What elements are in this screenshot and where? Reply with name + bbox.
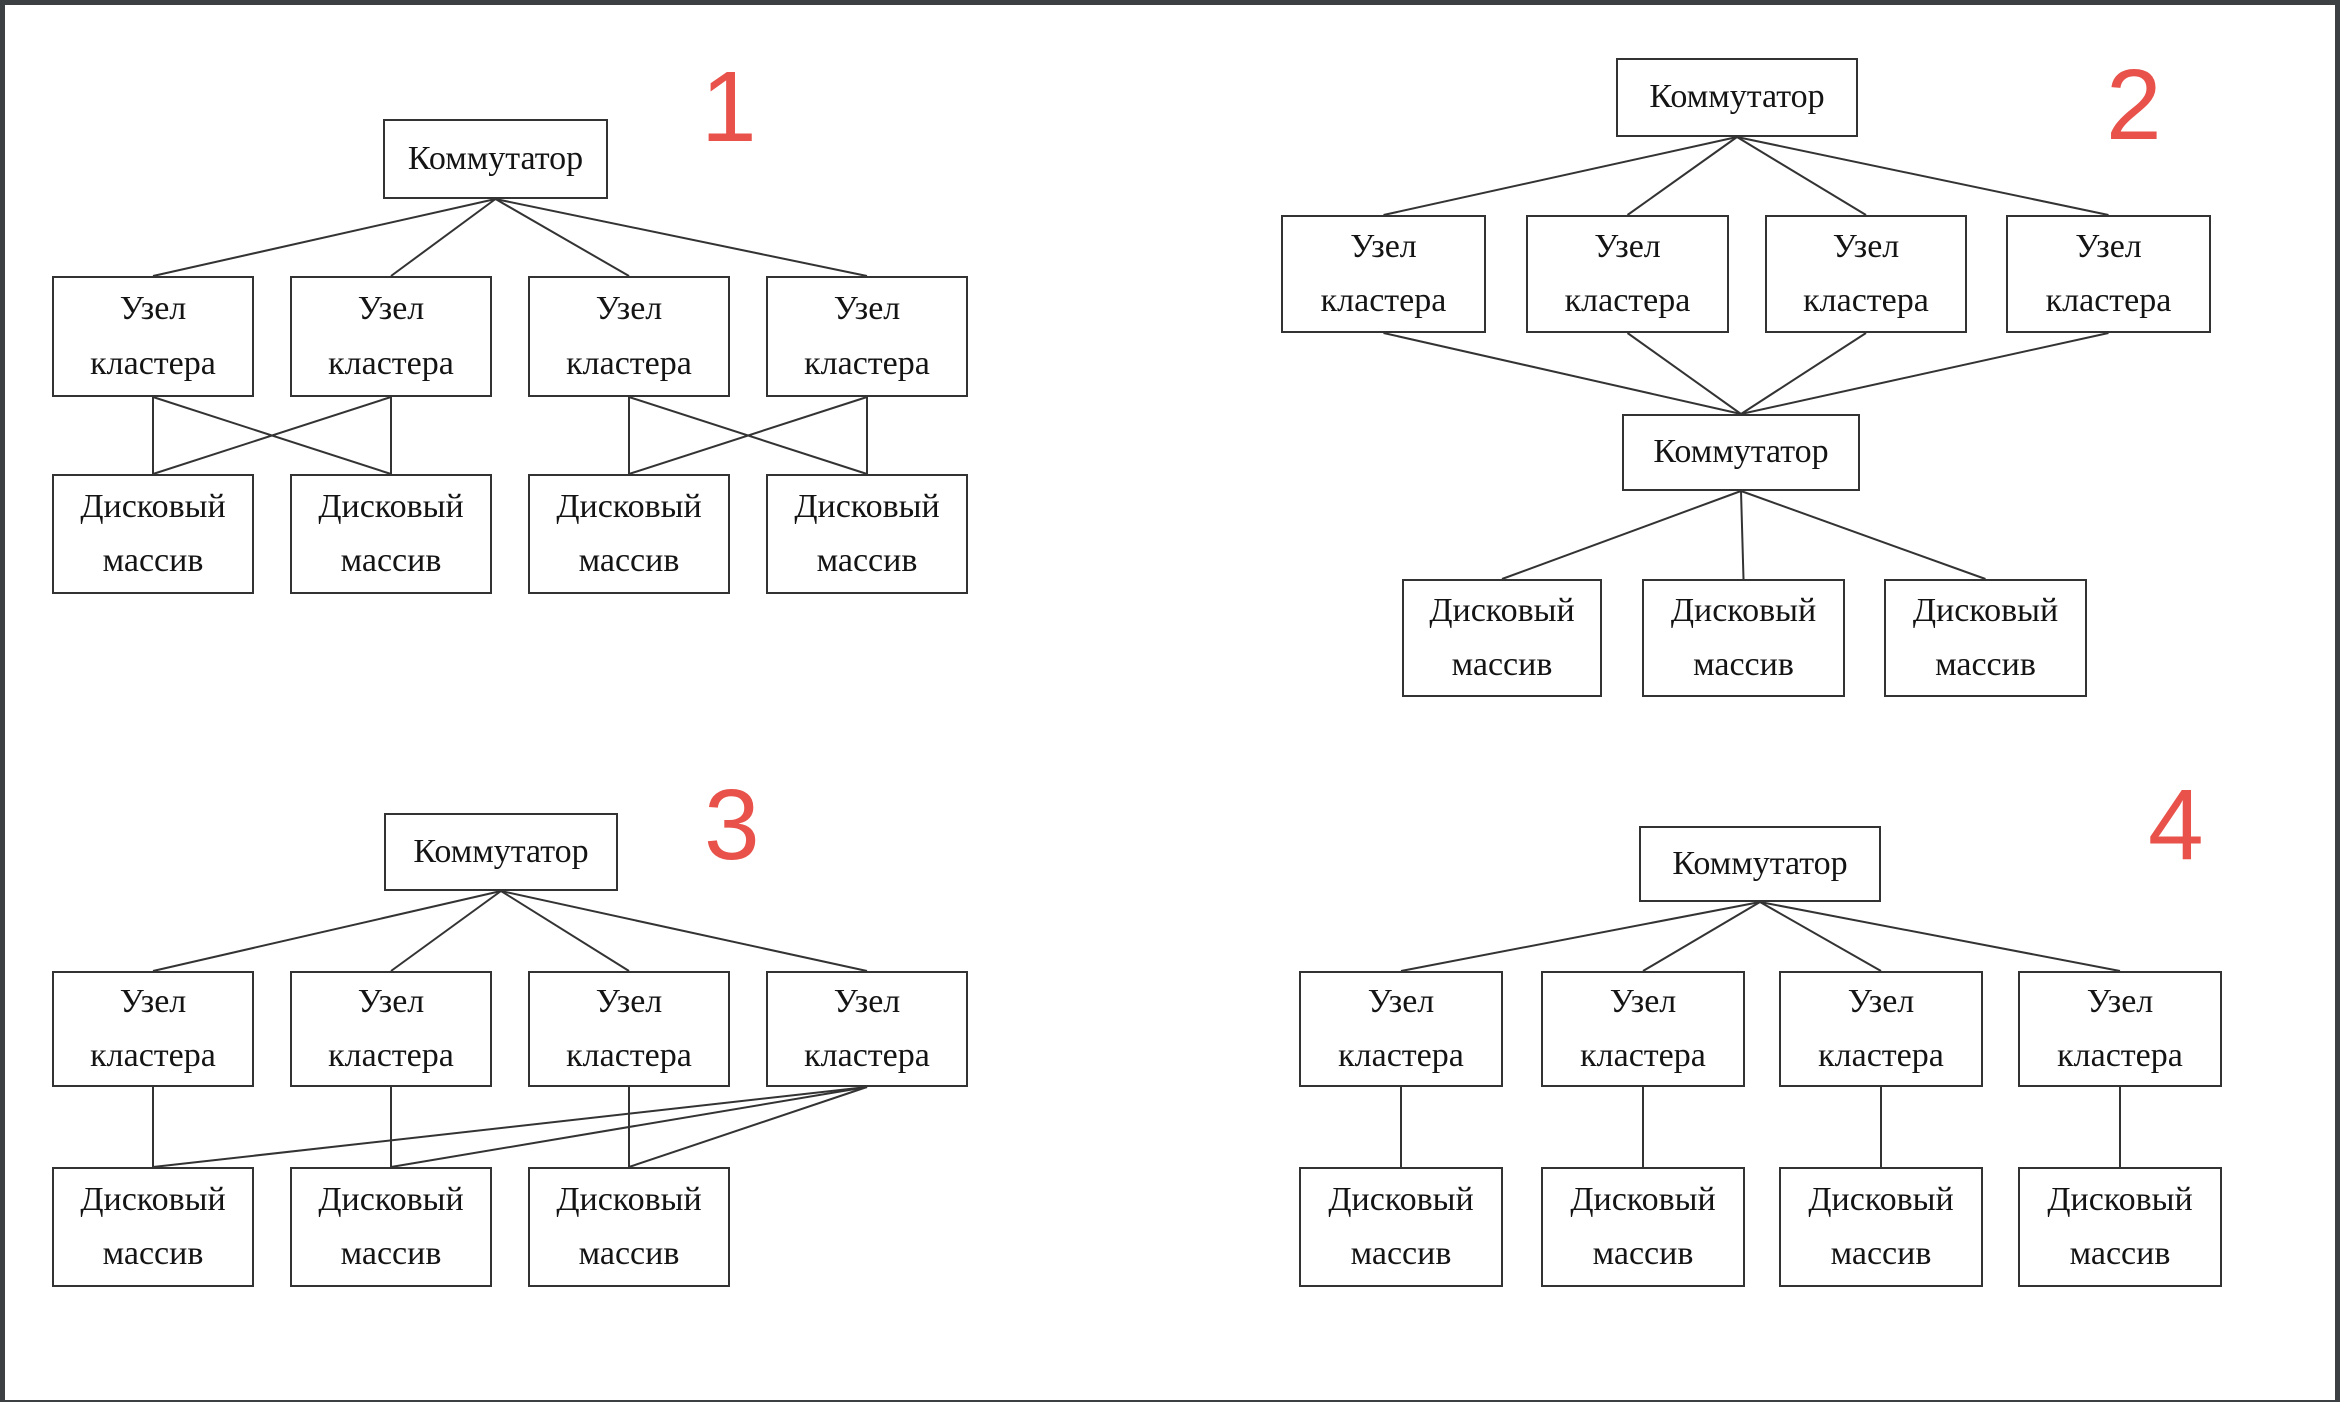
edge-line bbox=[1740, 332, 1867, 415]
edge-line bbox=[1736, 136, 1867, 216]
cluster-node-box: Узел кластера bbox=[1526, 215, 1729, 333]
frame-border-right bbox=[2335, 0, 2340, 1402]
edge-line bbox=[390, 198, 497, 277]
edge-line bbox=[1400, 901, 1761, 972]
disk-array-box: Дисковый массив bbox=[290, 1167, 492, 1287]
disk-array-box: Дисковый массив bbox=[528, 474, 730, 594]
edge-line bbox=[152, 1086, 868, 1168]
disk-array-box: Дисковый массив bbox=[1884, 579, 2087, 697]
disk-array-box: Дисковый массив bbox=[2018, 1167, 2222, 1287]
edge-line bbox=[1740, 332, 2109, 415]
switch-box: Коммутатор bbox=[384, 813, 618, 891]
edge-line bbox=[1626, 136, 1738, 216]
edge-line bbox=[390, 1086, 868, 1168]
disk-array-box: Дисковый массив bbox=[290, 474, 492, 594]
disk-array-box: Дисковый массив bbox=[52, 474, 254, 594]
edge-line bbox=[1383, 332, 1742, 415]
edge-line bbox=[495, 198, 868, 277]
diagram-number-2: 2 bbox=[2106, 49, 2162, 161]
edge-line bbox=[500, 890, 868, 972]
disk-array-box: Дисковый массив bbox=[528, 1167, 730, 1287]
cluster-node-box: Узел кластера bbox=[528, 971, 730, 1087]
disk-array-box: Дисковый массив bbox=[1541, 1167, 1745, 1287]
edge-line bbox=[1759, 901, 2121, 972]
edge-line bbox=[152, 890, 502, 972]
diagram-number-3: 3 bbox=[704, 769, 760, 881]
cluster-node-box: Узел кластера bbox=[1281, 215, 1486, 333]
cluster-node-box: Узел кластера bbox=[1779, 971, 1983, 1087]
switch-box: Коммутатор bbox=[383, 119, 608, 199]
edge-line bbox=[152, 396, 392, 475]
edge-line bbox=[152, 198, 496, 277]
edge-line bbox=[1383, 136, 1738, 216]
cluster-node-box: Узел кластера bbox=[2018, 971, 2222, 1087]
switch-box: Коммутатор bbox=[1622, 414, 1860, 491]
cluster-node-box: Узел кластера bbox=[1541, 971, 1745, 1087]
disk-array-box: Дисковый массив bbox=[1299, 1167, 1503, 1287]
cluster-node-box: Узел кластера bbox=[52, 276, 254, 397]
edge-line bbox=[1736, 136, 2109, 216]
edge-line bbox=[628, 396, 868, 475]
edge-line bbox=[1642, 901, 1761, 972]
cluster-node-box: Узел кластера bbox=[290, 971, 492, 1087]
frame-border-bottom bbox=[0, 1400, 2340, 1402]
cluster-node-box: Узел кластера bbox=[766, 276, 968, 397]
edge-line bbox=[1759, 901, 1882, 972]
cluster-node-box: Узел кластера bbox=[52, 971, 254, 1087]
switch-box: Коммутатор bbox=[1616, 58, 1858, 137]
cluster-node-box: Узел кластера bbox=[1765, 215, 1967, 333]
disk-array-box: Дисковый массив bbox=[52, 1167, 254, 1287]
edge-line bbox=[1501, 490, 1742, 580]
cluster-node-box: Узел кластера bbox=[528, 276, 730, 397]
diagram-number-1: 1 bbox=[701, 51, 757, 163]
disk-array-box: Дисковый массив bbox=[1779, 1167, 1983, 1287]
disk-array-box: Дисковый массив bbox=[766, 474, 968, 594]
cluster-node-box: Узел кластера bbox=[766, 971, 968, 1087]
cluster-node-box: Узел кластера bbox=[290, 276, 492, 397]
disk-array-box: Дисковый массив bbox=[1642, 579, 1845, 697]
disk-array-box: Дисковый массив bbox=[1402, 579, 1602, 697]
cluster-node-box: Узел кластера bbox=[1299, 971, 1503, 1087]
edge-line bbox=[628, 1086, 868, 1168]
edge-line bbox=[500, 890, 630, 972]
edge-line bbox=[1740, 490, 1745, 580]
diagram-number-4: 4 bbox=[2148, 769, 2204, 881]
switch-box: Коммутатор bbox=[1639, 826, 1881, 902]
edge-line bbox=[495, 198, 630, 277]
edge-line bbox=[1626, 332, 1742, 415]
edge-line bbox=[390, 890, 502, 972]
edge-line bbox=[1740, 490, 1986, 580]
frame-border-left bbox=[0, 0, 5, 1402]
cluster-node-box: Узел кластера bbox=[2006, 215, 2211, 333]
frame-border-top bbox=[0, 0, 2340, 5]
